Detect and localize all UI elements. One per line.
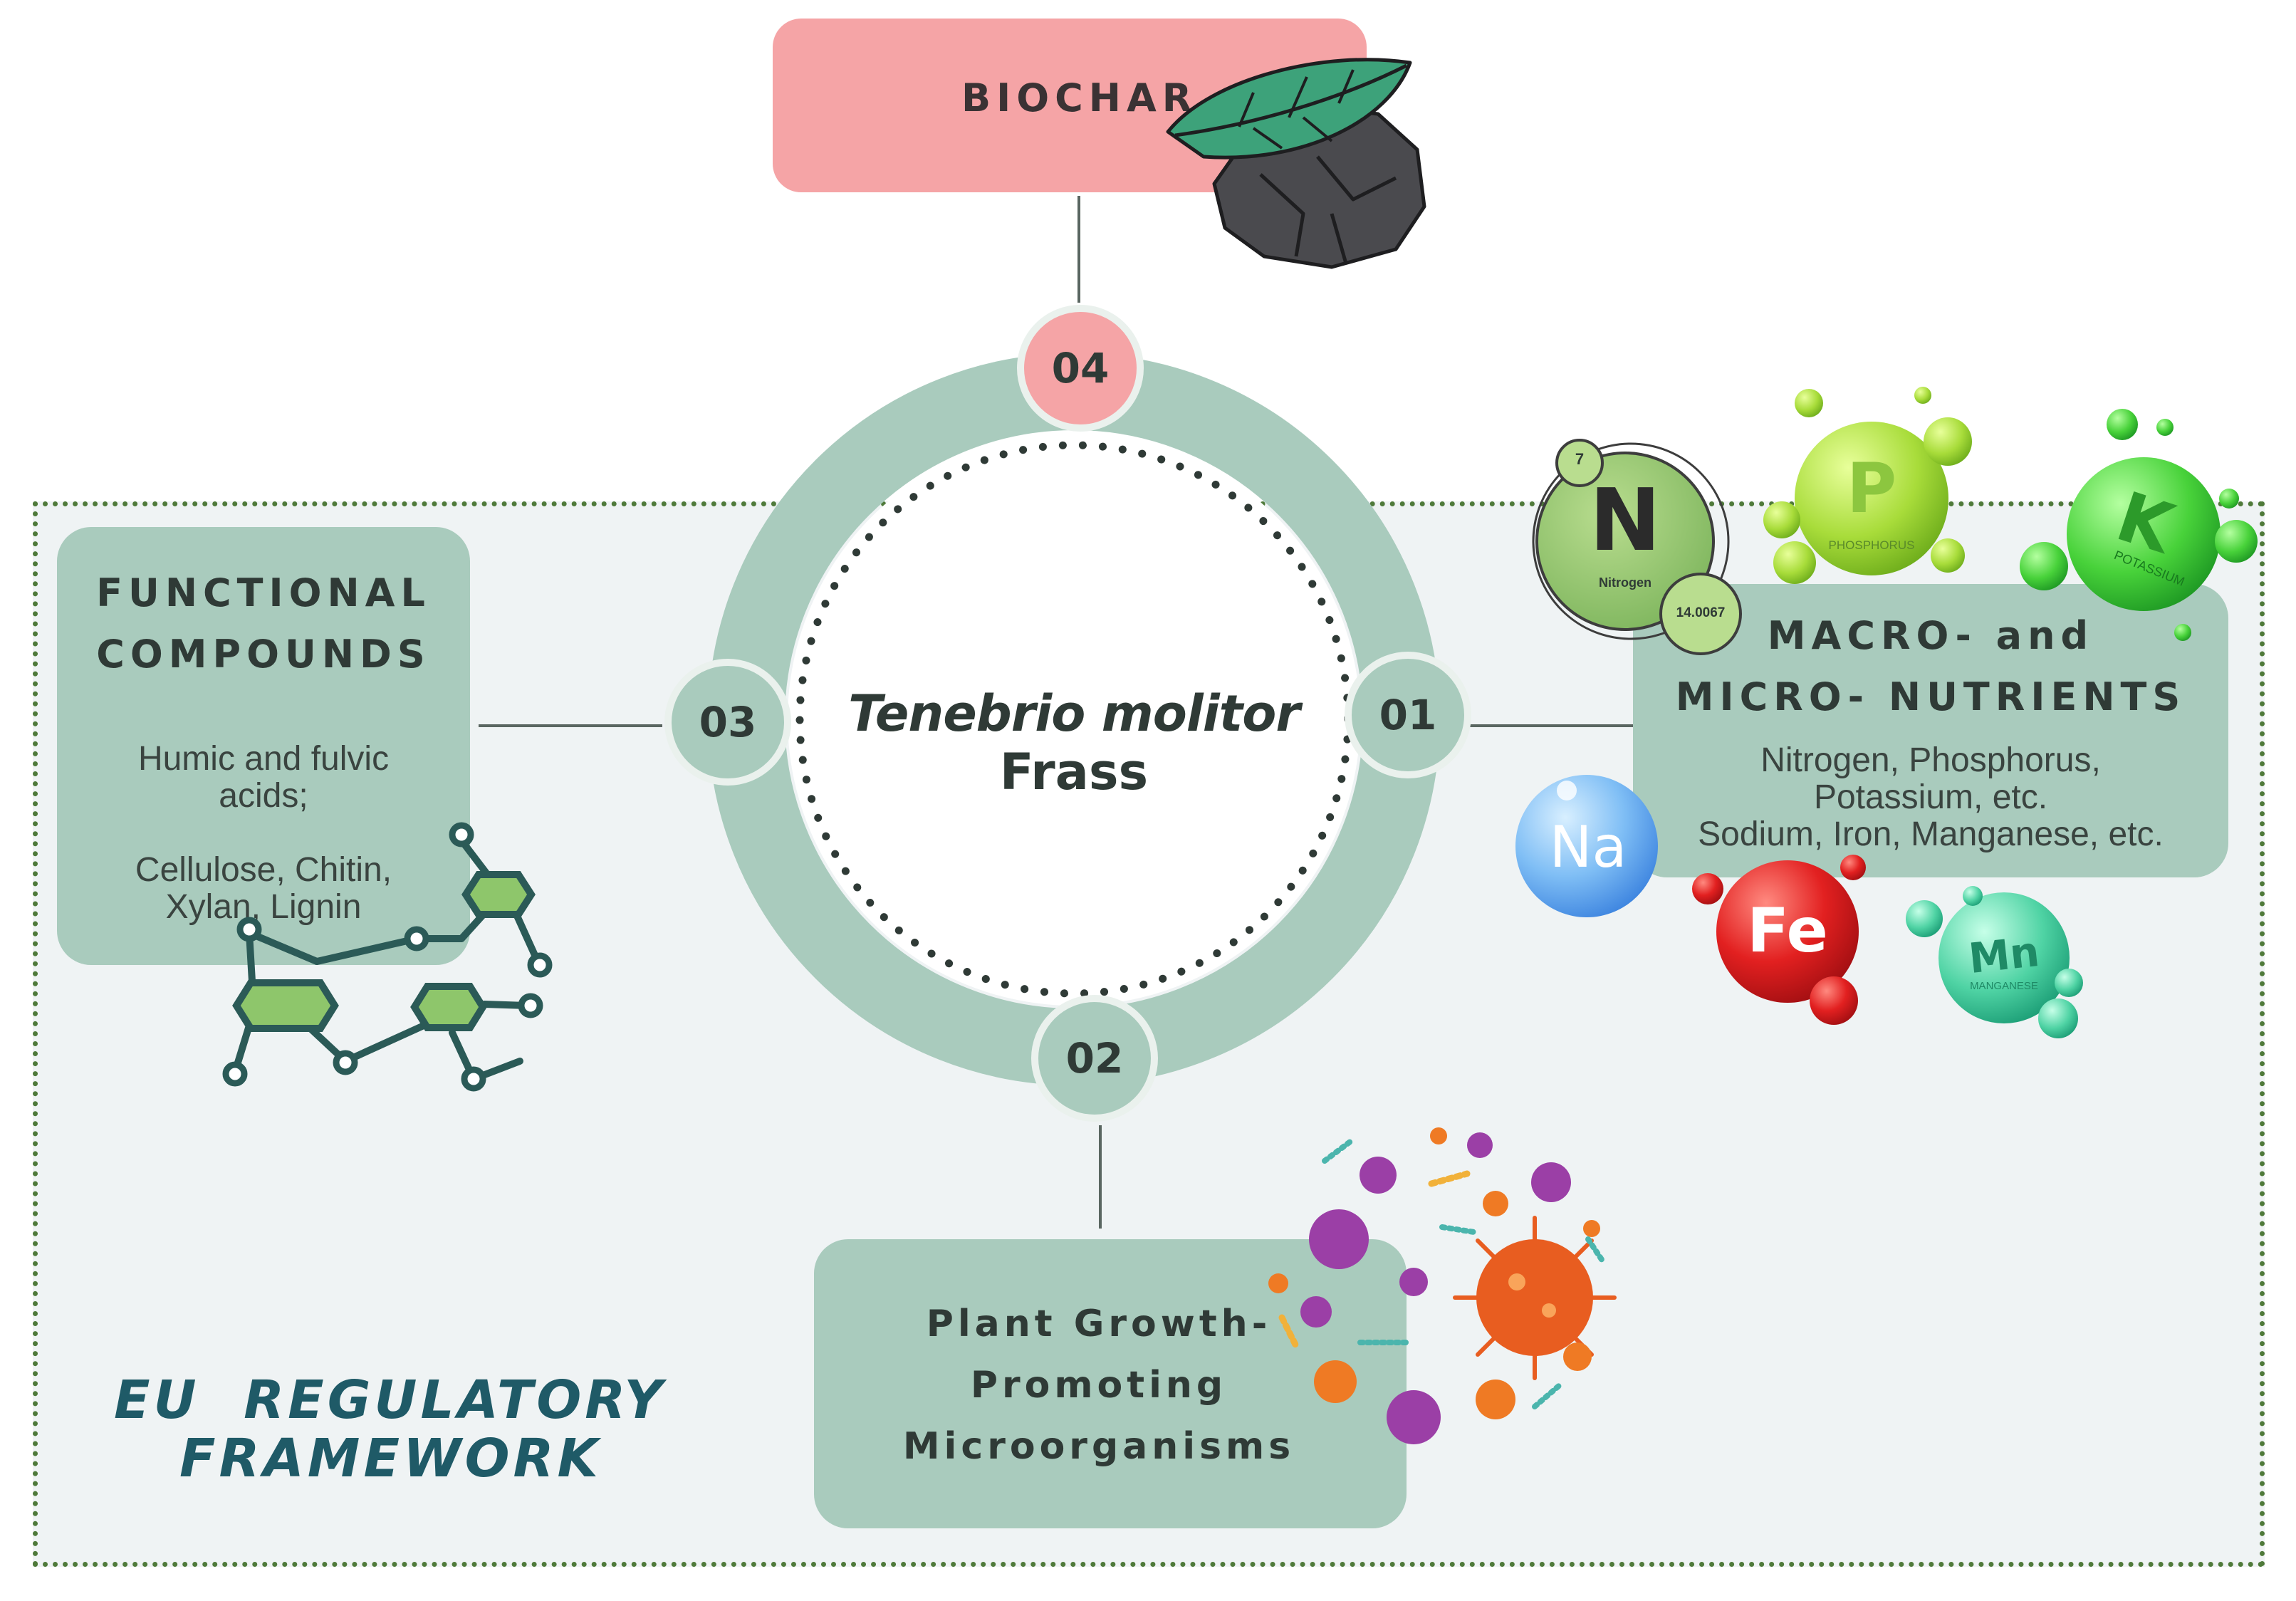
- functional-text-line-2: acids;: [219, 777, 308, 815]
- functional-text-line-3: Cellulose, Chitin,: [135, 851, 392, 889]
- pgpm-box: Plant Growth- Promoting Microorganisms: [814, 1239, 1407, 1528]
- inner-white-circle: [788, 433, 1360, 1006]
- step-02-number: 02: [1065, 1034, 1124, 1083]
- nitrogen-symbol: N: [1589, 471, 1661, 570]
- nutrients-text-line-2: Potassium, etc.: [1813, 778, 2048, 816]
- pgpm-title-line-1: Plant Growth-: [926, 1303, 1272, 1345]
- functional-title-line-1: FUNCTIONAL: [96, 570, 431, 615]
- nitrogen-name: Nitrogen: [1599, 575, 1651, 590]
- step-03-number: 03: [699, 698, 757, 746]
- step-03-badge: 03: [664, 659, 791, 786]
- iron-symbol: Fe: [1747, 895, 1828, 966]
- functional-text: Humic and fulvic acids; Cellulose, Chiti…: [57, 741, 470, 926]
- potassium-element-icon: [2020, 409, 2258, 641]
- functional-compounds-box: FUNCTIONAL COMPOUNDS Humic and fulvic ac…: [57, 527, 470, 965]
- step-02-badge: 02: [1031, 995, 1158, 1122]
- nitrogen-element-icon: [1532, 439, 1742, 655]
- bacteria-icon: [1322, 1137, 1605, 1409]
- leaf-icon: [1166, 58, 1412, 160]
- nutrients-title: MACRO- and MICRO- NUTRIENTS: [1633, 605, 2228, 728]
- functional-text-line-4: Xylan, Lignin: [165, 888, 362, 926]
- nutrients-title-line-2: MICRO- NUTRIENTS: [1675, 674, 2186, 719]
- sodium-element-icon: [1515, 775, 1658, 917]
- connector-pgpm: [1099, 1125, 1102, 1229]
- phosphorus-name: PHOSPHORUS: [1828, 538, 1915, 552]
- step-04-number: 04: [1051, 344, 1110, 392]
- nutrients-title-line-1: MACRO- and: [1767, 613, 2094, 658]
- step-01-badge: 01: [1345, 652, 1471, 778]
- product-name: Frass: [999, 743, 1149, 801]
- bacteria-yellow-icon: [1278, 1170, 1471, 1350]
- eu-framework-line-1: EU REGULATORY: [114, 1370, 667, 1431]
- pgpm-title-line-3: Microorganisms: [902, 1425, 1295, 1468]
- nutrients-box: MACRO- and MICRO- NUTRIENTS Nitrogen, Ph…: [1633, 584, 2228, 877]
- nitrogen-number: 7: [1575, 450, 1585, 468]
- purple-virus-icon: [1300, 1132, 1571, 1444]
- nutrients-text: Nitrogen, Phosphorus, Potassium, etc. So…: [1633, 742, 2228, 853]
- manganese-name: MANGANESE: [1970, 980, 2038, 992]
- connector-biochar: [1077, 196, 1080, 303]
- orange-virus-small-icon: [1268, 1127, 1600, 1419]
- nutrients-text-line-1: Nitrogen, Phosphorus,: [1760, 741, 2101, 779]
- functional-title: FUNCTIONAL COMPOUNDS: [57, 563, 470, 685]
- pgpm-title-line-2: Promoting: [970, 1364, 1228, 1407]
- step-01-number: 01: [1379, 691, 1437, 739]
- phosphorus-symbol: P: [1846, 449, 1897, 528]
- nitrogen-mass: 14.0067: [1676, 605, 1726, 620]
- functional-title-line-2: COMPOUNDS: [96, 632, 431, 677]
- nutrients-text-line-3: Sodium, Iron, Manganese, etc.: [1698, 815, 2164, 853]
- iron-element-icon: [1692, 855, 1866, 1025]
- sodium-symbol: Na: [1549, 814, 1627, 880]
- connector-functional: [479, 724, 662, 727]
- step-04-badge: 04: [1017, 305, 1144, 432]
- eu-framework-label: EU REGULATORY FRAMEWORK: [114, 1371, 684, 1488]
- manganese-element-icon: [1906, 886, 2083, 1038]
- biochar-title: BIOCHAR: [961, 75, 1198, 120]
- functional-text-line-1: Humic and fulvic: [137, 740, 390, 778]
- center-label: Tenebrio molitor Frass: [789, 684, 1359, 800]
- large-orange-virus-icon: [1453, 1216, 1617, 1380]
- pgpm-title: Plant Growth- Promoting Microorganisms: [814, 1293, 1384, 1477]
- eu-framework-line-2: FRAMEWORK: [179, 1428, 602, 1489]
- connector-nutrients: [1468, 724, 1639, 727]
- species-name: Tenebrio molitor: [848, 684, 1300, 743]
- phosphorus-element-icon: [1763, 387, 1972, 584]
